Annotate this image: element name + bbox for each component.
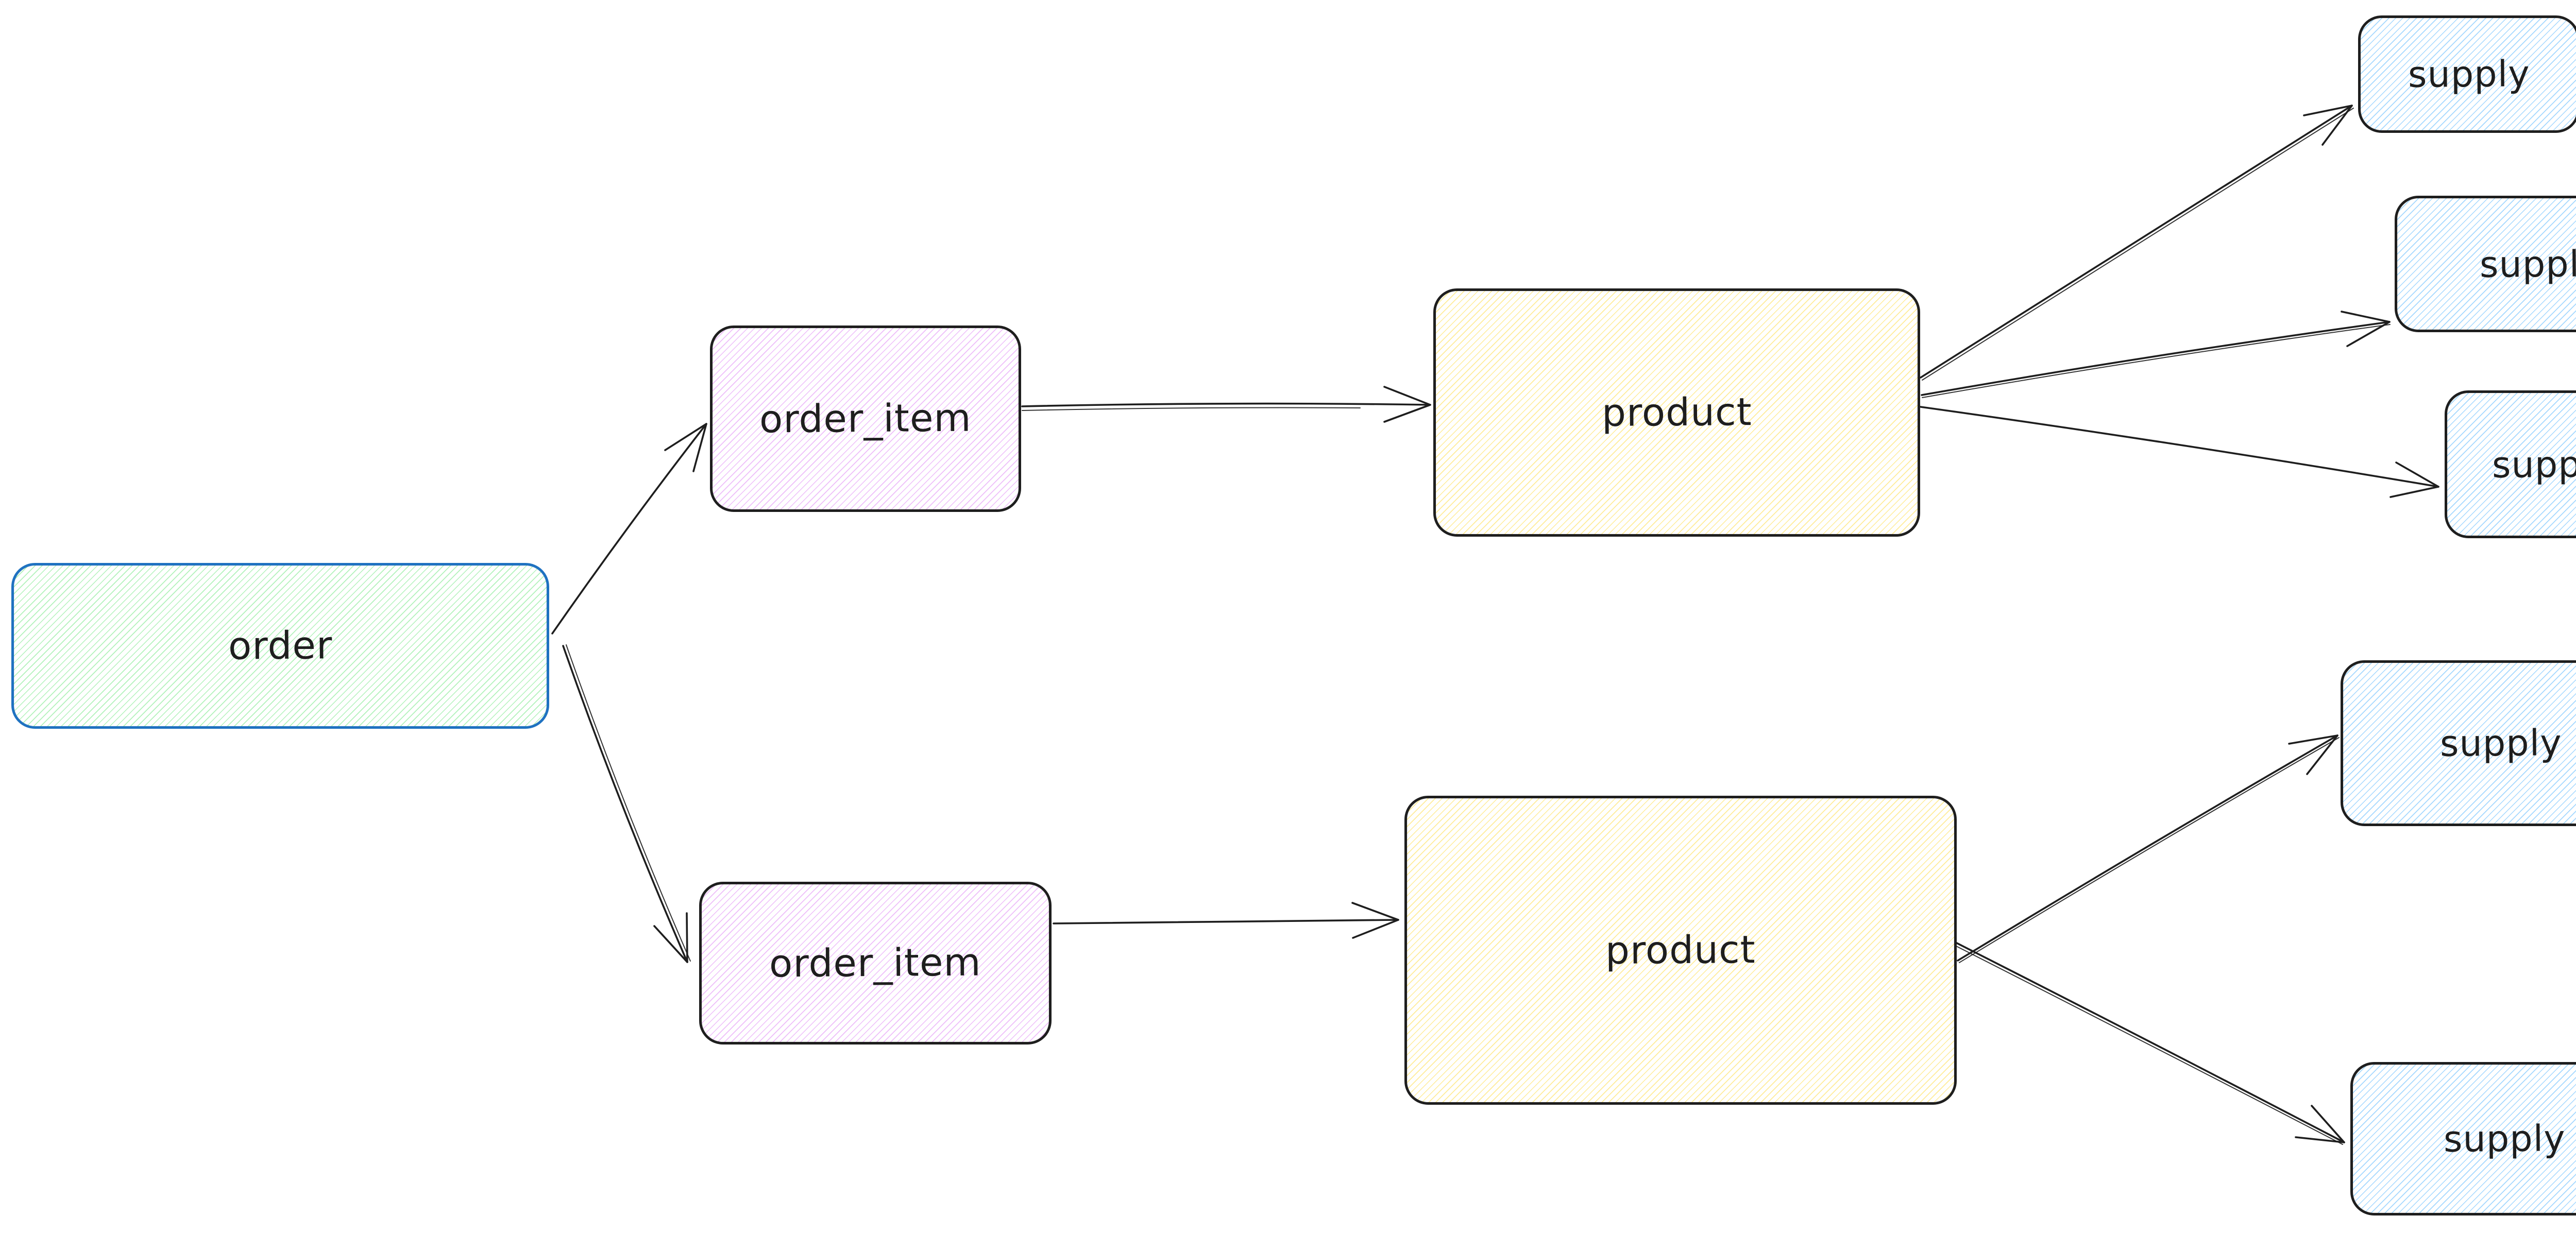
edge-product_1-to-supply_1[interactable] xyxy=(1920,105,2354,381)
node-supply-2[interactable]: supply xyxy=(2395,196,2576,332)
node-product-1[interactable]: product xyxy=(1433,288,1920,537)
edge-order_item_1-to-product_1[interactable] xyxy=(1021,386,1431,423)
node-label: supply xyxy=(2479,242,2576,286)
node-label: supply xyxy=(2408,53,2530,96)
node-order[interactable]: order xyxy=(11,563,549,729)
edge-order-to-order_item_1[interactable] xyxy=(551,423,707,635)
node-label: supply xyxy=(2443,1117,2566,1160)
edge-product_1-to-supply_3[interactable] xyxy=(1920,406,2439,498)
node-label: product xyxy=(1605,927,1756,973)
node-label: order_item xyxy=(759,396,972,442)
edge-product_1-to-supply_2[interactable] xyxy=(1921,311,2391,398)
node-supply-1[interactable]: supply xyxy=(2358,15,2576,133)
node-supply-5[interactable]: supply xyxy=(2350,1062,2576,1215)
node-supply-4[interactable]: supply xyxy=(2341,660,2576,826)
node-label: supply xyxy=(2439,722,2562,765)
node-label: order xyxy=(228,623,333,669)
edge-product_2-to-supply_4[interactable] xyxy=(1957,734,2340,963)
node-order_item-2[interactable]: order_item xyxy=(699,882,1052,1044)
edge-product_2-to-supply_5[interactable] xyxy=(1954,941,2345,1145)
node-label: supply xyxy=(2492,442,2576,486)
node-label: product xyxy=(1601,389,1752,436)
node-supply-3[interactable]: supply xyxy=(2445,390,2576,538)
node-product-2[interactable]: product xyxy=(1404,796,1957,1105)
node-order_item-1[interactable]: order_item xyxy=(710,326,1021,512)
node-label: order_item xyxy=(769,940,982,986)
edge-order_item_2-to-product_2[interactable] xyxy=(1053,902,1399,939)
edge-order-to-order_item_2[interactable] xyxy=(562,644,691,963)
